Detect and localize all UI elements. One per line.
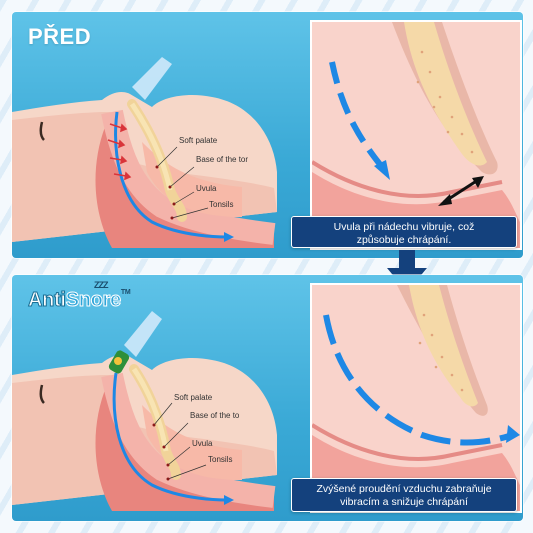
soft-palate-label: Soft palate (179, 136, 218, 145)
zoom-airflow-path (323, 314, 513, 446)
airflow-path (114, 111, 228, 239)
zoom-airflow-arrowhead-icon (374, 160, 390, 180)
base-of-tongue-label: Base of the tor (196, 155, 249, 164)
eyebrow (39, 384, 45, 404)
tonsils-label: Tonsils (209, 200, 234, 209)
before-caption: Uvula při nádechu vibruje, což způsobuje… (291, 216, 517, 248)
vibration-double-arrow-icon (438, 176, 484, 206)
eyebrow (39, 121, 45, 141)
before-caption-line1: Uvula při nádechu vibruje, což (333, 221, 475, 233)
nasal-device-icon (108, 350, 130, 374)
zoom-airflow-path (329, 61, 385, 169)
airflow-path (112, 372, 228, 502)
after-caption-line2: vibracím a snižuje chrápání (340, 496, 468, 508)
before-panel: PŘED Soft palate Base of the tor Uvula T… (12, 12, 523, 258)
antisnore-logo: AntiSnoreTM ZZZ (28, 280, 131, 312)
logo-trademark: TM (120, 289, 131, 296)
tonsils-label: Tonsils (208, 455, 233, 464)
uvula-label: Uvula (196, 184, 217, 193)
airflow-arrowhead-icon (224, 495, 234, 505)
zoom-airflow-arrowhead-icon (506, 425, 520, 443)
inhale-arrow-icon (132, 57, 172, 100)
base-of-tongue-label: Base of the to (190, 411, 240, 420)
before-title: PŘED (28, 24, 92, 49)
soft-palate-label: Soft palate (174, 393, 213, 402)
inhale-arrow-icon (124, 311, 162, 357)
vibration-arrows-icon (107, 123, 132, 181)
before-zoom-illustration (312, 22, 520, 248)
logo-part-snore: Snore (65, 289, 121, 312)
logo-zzz: ZZZ (94, 280, 108, 290)
after-caption-line1: Zvýšené proudění vzduchu zabraňuje (316, 483, 492, 495)
logo-part-anti: Anti (28, 289, 67, 312)
airflow-arrowhead-icon (224, 232, 234, 242)
before-caption-line2: způsobuje chrápání. (356, 234, 452, 246)
uvula-label: Uvula (192, 439, 213, 448)
before-face-illustration (12, 57, 277, 248)
after-face-illustration (12, 311, 277, 511)
after-caption: Zvýšené proudění vzduchu zabraňuje vibra… (291, 478, 517, 512)
